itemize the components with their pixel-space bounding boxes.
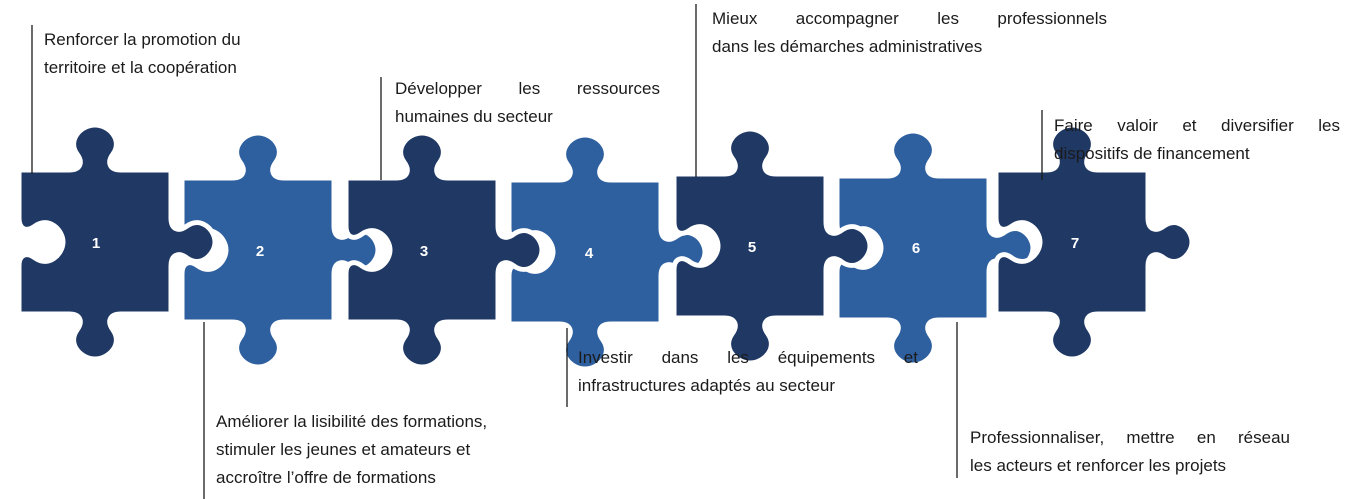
callout-6-line-1: Professionnaliser, mettre en réseau [970, 428, 1290, 447]
callout-2-line-2: stimuler les jeunes et amateurs et [216, 440, 471, 459]
callout-6-line-2: les acteurs et renforcer les projets [970, 456, 1227, 475]
callout-7-line-2: dispositifs de financement [1054, 144, 1250, 163]
callout-2: Améliorer la lisibilité des formations, … [216, 408, 561, 492]
callout-5-line-1: Mieux accompagner les professionnels [712, 9, 1107, 28]
callout-5-line-2: dans les démarches administratives [712, 37, 983, 56]
callout-1-line-1: Renforcer la promotion du [44, 30, 241, 49]
callout-1: Renforcer la promotion du territoire et … [44, 26, 308, 82]
piece-number-4: 4 [585, 245, 594, 262]
callout-2-line-1: Améliorer la lisibilité des formations, [216, 412, 488, 431]
callout-5: Mieux accompagner les professionnels dan… [712, 5, 1107, 61]
callout-6: Professionnaliser, mettre en réseau les … [970, 424, 1290, 480]
piece-number-6: 6 [912, 240, 920, 257]
callout-7-line-1: Faire valoir et diversifier les [1054, 116, 1340, 135]
callout-3-line-2: humaines du secteur [395, 107, 553, 126]
callout-4: Investir dans les équipements et infrast… [578, 344, 918, 400]
piece-number-2: 2 [256, 243, 264, 260]
callout-3-line-1: Développer les ressources [395, 79, 660, 98]
callout-1-line-2: territoire et la coopération [44, 58, 237, 77]
callout-4-line-1: Investir dans les équipements et [578, 348, 918, 367]
callout-4-line-2: infrastructures adaptés au secteur [578, 376, 836, 395]
piece-number-1: 1 [92, 235, 100, 252]
piece-number-5: 5 [748, 239, 756, 256]
callout-2-line-3: accroître l’offre de formations [216, 468, 436, 487]
piece-number-3: 3 [420, 243, 428, 260]
callout-3: Développer les ressources humaines du se… [395, 75, 660, 131]
piece-number-7: 7 [1071, 235, 1079, 252]
callout-7: Faire valoir et diversifier les disposit… [1054, 112, 1340, 168]
